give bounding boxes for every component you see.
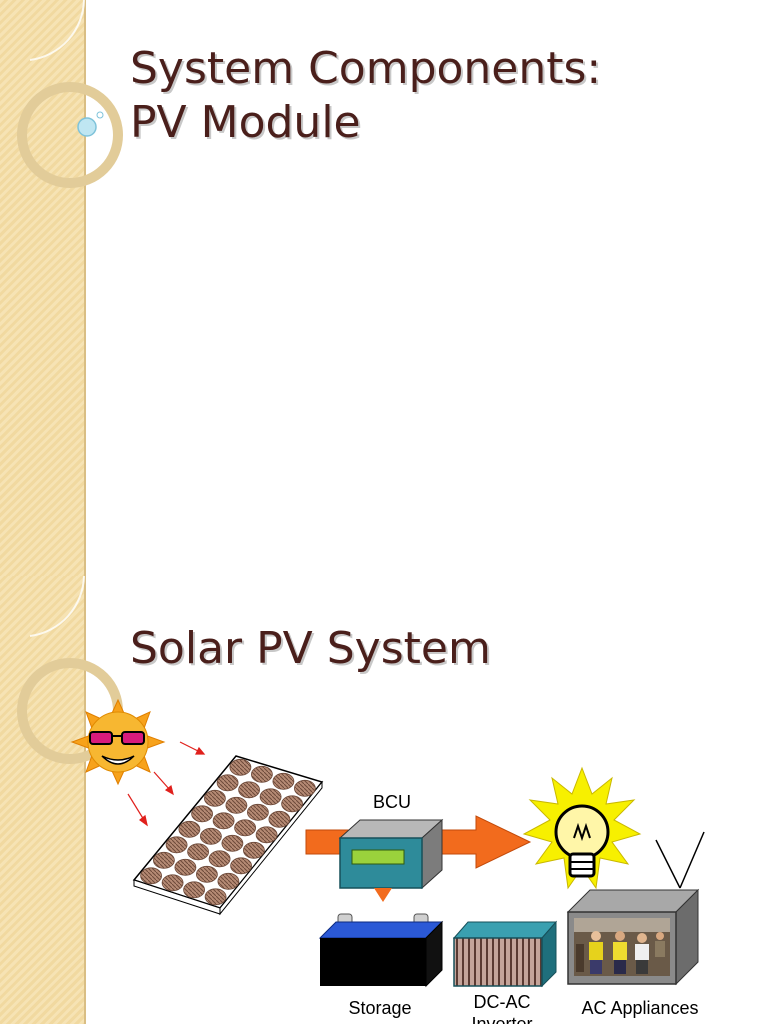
solar-cell bbox=[213, 813, 234, 829]
solar-cell bbox=[260, 789, 281, 805]
solar-cell bbox=[217, 775, 238, 791]
solar-cell bbox=[256, 827, 277, 843]
solar-cell bbox=[273, 773, 294, 789]
slide-1: System Components: PV Module bbox=[0, 0, 768, 576]
solar-cell bbox=[282, 796, 303, 812]
solar-cell bbox=[141, 868, 162, 884]
solar-cell bbox=[175, 859, 196, 875]
solar-cell bbox=[230, 759, 251, 775]
solar-cell bbox=[247, 804, 268, 820]
storage-label: Storage bbox=[348, 998, 411, 1018]
light-bulb-icon bbox=[524, 768, 640, 888]
solar-cell bbox=[226, 797, 247, 813]
solar-cell bbox=[184, 882, 205, 898]
sun-icon bbox=[72, 700, 164, 784]
solar-panel-icon bbox=[134, 756, 322, 914]
solar-cell bbox=[243, 842, 264, 858]
down-arrow bbox=[374, 888, 392, 902]
solar-cell bbox=[179, 821, 200, 837]
solar-cell bbox=[153, 852, 174, 868]
inverter-label-line-2: Inverter bbox=[471, 1014, 532, 1024]
solar-cell bbox=[209, 851, 230, 867]
solar-cell bbox=[231, 858, 252, 874]
solar-cell bbox=[239, 782, 260, 798]
bcu-box bbox=[340, 820, 442, 888]
solar-cell bbox=[200, 828, 221, 844]
solar-cell bbox=[196, 866, 217, 882]
bcu-label: BCU bbox=[373, 792, 411, 812]
inverter-icon bbox=[454, 922, 556, 986]
solar-cell bbox=[269, 811, 290, 827]
solar-cell bbox=[188, 844, 209, 860]
solar-cell bbox=[162, 875, 183, 891]
solar-pv-diagram: BCU Storage DC-AC Inverter bbox=[0, 576, 768, 1024]
solar-cell bbox=[205, 889, 226, 905]
solar-cell bbox=[218, 873, 239, 889]
solar-cell bbox=[192, 806, 213, 822]
solar-cell bbox=[222, 835, 243, 851]
solar-cell bbox=[166, 837, 187, 853]
slide-title: System Components: PV Module bbox=[130, 42, 601, 150]
solar-cell bbox=[294, 780, 315, 796]
solar-cell bbox=[235, 820, 256, 836]
solar-cell bbox=[251, 766, 272, 782]
battery-icon bbox=[320, 914, 442, 986]
slide-2: Solar PV System bbox=[0, 576, 768, 1024]
title-line-2: PV Module bbox=[130, 97, 361, 148]
ac-appliances-label: AC Appliances bbox=[581, 998, 698, 1018]
title-line-1: System Components: bbox=[130, 43, 601, 94]
inverter-label-line-1: DC-AC bbox=[474, 992, 531, 1012]
solar-cell bbox=[204, 790, 225, 806]
